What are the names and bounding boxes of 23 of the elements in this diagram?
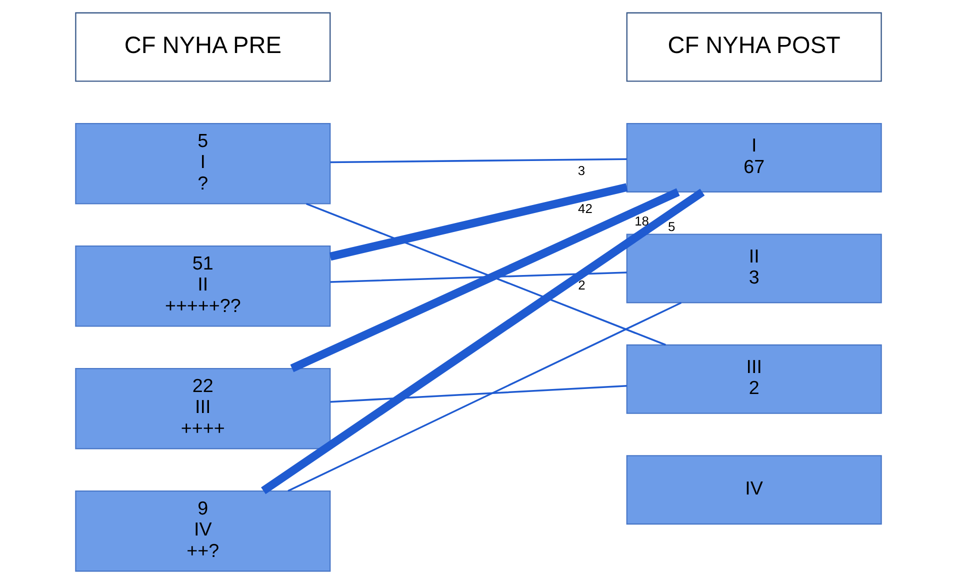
node-box: I 67 [626, 123, 882, 192]
edge-label: 3 [577, 163, 585, 178]
connector [328, 183, 628, 261]
connector [260, 188, 704, 494]
connector [306, 202, 666, 346]
node-box: CF NYHA PRE [74, 12, 330, 82]
node-box: CF NYHA POST [626, 12, 882, 82]
node-box: II 3 [626, 234, 882, 304]
node-box: 9 IV ++? [74, 490, 330, 572]
connector [290, 188, 680, 372]
edge-label: 18 [634, 213, 648, 228]
edge-label: 42 [578, 200, 592, 216]
edge-label: 2 [578, 277, 585, 292]
node-box: 51 II +++++?? [74, 245, 330, 327]
connector [330, 385, 626, 403]
node-box: 22 III ++++ [74, 368, 330, 450]
connector [330, 272, 626, 283]
node-box: III 2 [626, 344, 882, 414]
edge-label: 5 [667, 219, 675, 234]
connector [287, 302, 682, 492]
node-box: IV [626, 455, 882, 525]
connector [330, 158, 626, 164]
node-box: 5 I ? [74, 123, 330, 204]
